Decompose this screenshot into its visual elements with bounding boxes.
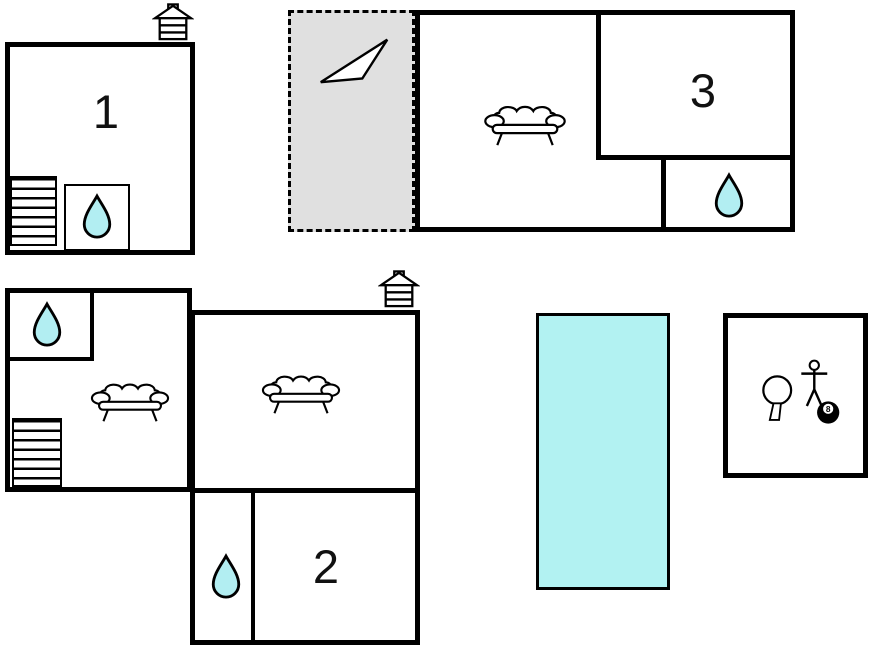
swimming-pool [536, 313, 670, 590]
table-tennis-icon [762, 375, 793, 421]
water-drop-icon [80, 192, 114, 243]
water-drop-icon [209, 553, 243, 603]
building-2-left-wing [5, 288, 192, 492]
building-2: 2 [190, 310, 420, 645]
room-2-label: 2 [312, 540, 340, 593]
games-room: 8 [723, 313, 868, 478]
games-icons: 8 [755, 356, 843, 432]
eight-ball-icon: 8 [817, 401, 840, 424]
interior-wall [251, 493, 255, 640]
house-vent-icon [152, 3, 194, 41]
terrace [288, 10, 415, 232]
shower-room [64, 184, 130, 251]
interior-wall [596, 155, 790, 160]
building-3: 3 [415, 10, 795, 232]
staircase-icon [12, 418, 62, 487]
sofa-icon [88, 377, 172, 423]
interior-wall [596, 15, 601, 155]
interior-wall [10, 357, 94, 361]
eight-ball-number: 8 [826, 404, 831, 414]
building-1: 1 [5, 42, 195, 255]
water-drop-icon [30, 301, 64, 351]
sofa-icon [259, 369, 343, 415]
room-3-label: 3 [689, 64, 717, 117]
interior-wall [661, 160, 666, 227]
staircase-icon [10, 176, 57, 246]
house-vent-icon [378, 270, 420, 308]
interior-wall [90, 293, 94, 357]
sofa-icon [483, 99, 567, 147]
north-arrow-icon [318, 36, 390, 84]
foosball-player-icon [801, 359, 828, 407]
interior-wall [195, 488, 415, 493]
room-1-label: 1 [92, 85, 120, 138]
water-drop-icon [712, 172, 746, 222]
